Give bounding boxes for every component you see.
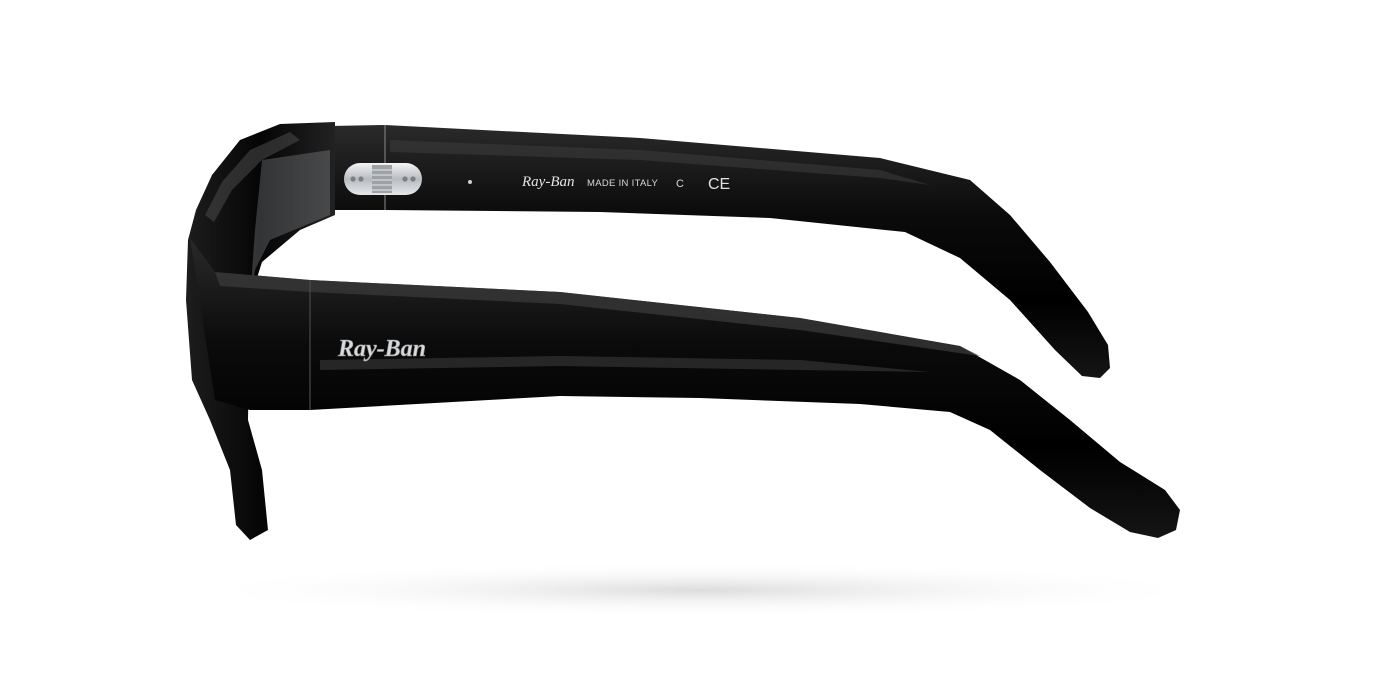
far-temple (330, 125, 1110, 378)
near-temple-top-highlight (215, 272, 980, 356)
near-temple (190, 238, 1180, 538)
inner-temple-mark-c: C (676, 178, 684, 190)
inner-temple-logo: Ray-Ban (521, 174, 574, 190)
temple-dot (468, 180, 472, 184)
far-temple-highlight (390, 140, 930, 185)
hinge (344, 163, 422, 195)
frame-front (186, 122, 335, 540)
lens (250, 150, 330, 300)
inner-temple-mark-ce: CE (708, 176, 730, 193)
near-temple-mid-highlight (320, 356, 930, 372)
outer-temple-logo: Ray-Ban (337, 336, 426, 362)
frame-front-highlight (205, 132, 300, 222)
inner-temple-origin: MADE IN ITALY (587, 178, 658, 189)
floor-shadow (180, 562, 1220, 618)
